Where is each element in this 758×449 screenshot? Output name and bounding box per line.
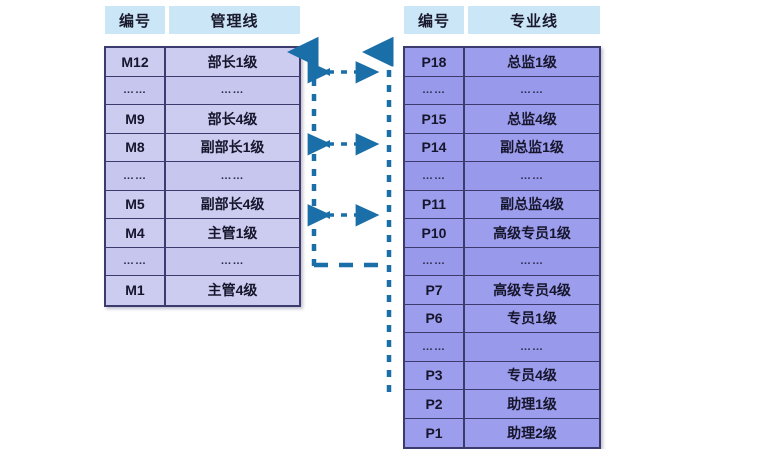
row-id: M12 <box>106 48 166 76</box>
table-row: …… …… <box>405 76 599 105</box>
table-row: P15 总监4级 <box>405 105 599 134</box>
management-header-name: 管理线 <box>169 6 300 34</box>
cross-link-left-heads <box>322 68 330 219</box>
table-row: …… …… <box>405 247 599 276</box>
management-header-id: 编号 <box>105 6 165 34</box>
table-row: P10 高级专员1级 <box>405 219 599 248</box>
row-id: M4 <box>106 219 166 247</box>
row-title: 专员1级 <box>507 310 557 327</box>
row-title: …… <box>220 255 245 268</box>
table-row: …… …… <box>405 333 599 362</box>
row-title: …… <box>520 84 544 97</box>
table-row: P1 助理2级 <box>405 418 599 447</box>
row-title: …… <box>520 255 544 268</box>
row-id: P10 <box>405 219 465 247</box>
table-row: M1 主管4级 <box>106 276 299 305</box>
row-title: 部长4级 <box>207 110 258 127</box>
table-row: P11 副总监4级 <box>405 190 599 219</box>
table-row: M4 主管1级 <box>106 219 299 248</box>
row-title: …… <box>520 340 544 353</box>
row-id: P1 <box>405 418 465 447</box>
table-row: …… …… <box>106 76 299 105</box>
table-row: P7 高级专员4级 <box>405 276 599 305</box>
row-title: 副部长4级 <box>200 196 265 213</box>
table-row: P2 助理1级 <box>405 390 599 419</box>
row-id: …… <box>106 247 166 275</box>
row-id: …… <box>405 247 465 275</box>
table-row: P14 副总监1级 <box>405 133 599 162</box>
row-title: 总监4级 <box>507 110 557 127</box>
table-row: …… …… <box>106 247 299 276</box>
row-title: 部长1级 <box>207 53 258 70</box>
row-title: 副总监4级 <box>500 196 564 213</box>
table-row: P6 专员1级 <box>405 304 599 333</box>
row-title: 副总监1级 <box>500 139 564 156</box>
row-title: …… <box>220 84 245 97</box>
row-id: …… <box>405 162 465 190</box>
row-title: 总监1级 <box>507 53 557 70</box>
table-row: M5 副部长4级 <box>106 190 299 219</box>
row-title: …… <box>220 169 245 182</box>
table-row: M12 部长1级 <box>106 48 299 77</box>
table-row: P3 专员4级 <box>405 361 599 390</box>
row-title: 副部长1级 <box>200 139 265 156</box>
row-title: 主管1级 <box>207 224 258 241</box>
row-id: …… <box>106 162 166 190</box>
row-id: P11 <box>405 190 465 218</box>
table-row: M8 副部长1级 <box>106 133 299 162</box>
row-id: P15 <box>405 105 465 133</box>
table-row: …… …… <box>106 162 299 191</box>
row-id: P3 <box>405 361 465 389</box>
row-id: M9 <box>106 105 166 133</box>
row-title: 高级专员1级 <box>493 224 571 241</box>
row-id: P2 <box>405 390 465 418</box>
table-row: P18 总监1级 <box>405 48 599 77</box>
row-title: 助理1级 <box>507 395 557 412</box>
professional-header-name: 专业线 <box>468 6 600 34</box>
row-id: P18 <box>405 48 465 76</box>
row-id: …… <box>106 76 166 104</box>
row-id: …… <box>405 333 465 361</box>
row-id: P14 <box>405 133 465 161</box>
row-id: M1 <box>106 276 166 305</box>
row-id: P7 <box>405 276 465 304</box>
row-title: 高级专员4级 <box>493 281 571 298</box>
row-title: 助理2级 <box>507 424 557 441</box>
row-title: 主管4级 <box>207 282 258 299</box>
row-id: …… <box>405 76 465 104</box>
table-row: M9 部长4级 <box>106 105 299 134</box>
row-title: …… <box>520 169 544 182</box>
row-id: P6 <box>405 304 465 332</box>
row-title: 专员4级 <box>507 367 557 384</box>
table-row: …… …… <box>405 162 599 191</box>
professional-header-id: 编号 <box>404 6 464 34</box>
row-id: M8 <box>106 133 166 161</box>
row-id: M5 <box>106 190 166 218</box>
